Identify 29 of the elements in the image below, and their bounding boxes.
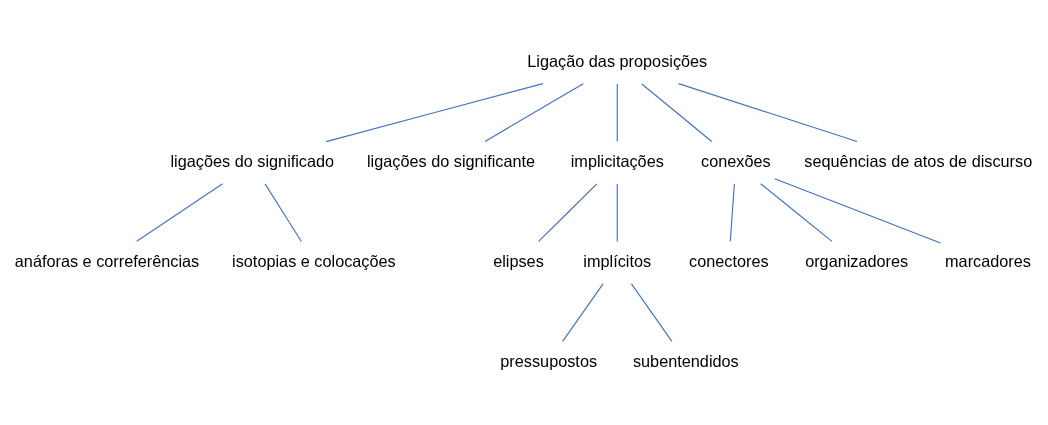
connector — [677, 83, 858, 143]
node-text: implícitos — [583, 251, 652, 270]
connector — [774, 178, 942, 244]
connector — [616, 83, 618, 143]
node-text: Ligação das proposições — [527, 51, 708, 70]
node-text: sequências de atos de discurso — [804, 151, 1033, 170]
connector — [630, 283, 673, 342]
node-text: elipses — [493, 251, 544, 270]
node-text: isotopias e colocações — [232, 251, 396, 270]
node-text: ligações do significado — [170, 151, 335, 170]
node-text: subentendidos — [632, 351, 739, 370]
connector — [641, 83, 713, 143]
connector — [484, 83, 584, 142]
connector — [325, 83, 544, 143]
connector — [616, 183, 618, 242]
node-text: conectores — [689, 251, 769, 270]
node-text: ligações do significante — [366, 151, 536, 170]
connector — [264, 183, 302, 242]
connector — [729, 183, 735, 242]
node-text: anáforas e correferências — [14, 251, 200, 270]
connector — [562, 283, 604, 342]
connector — [136, 183, 224, 242]
node-text: conexões — [701, 151, 771, 170]
connector — [760, 183, 833, 242]
node-text: implicitações — [570, 151, 664, 170]
connector — [538, 183, 598, 242]
node-text: organizadores — [805, 251, 909, 270]
node-text: marcadores — [945, 251, 1031, 270]
node-text: pressupostos — [500, 351, 598, 370]
